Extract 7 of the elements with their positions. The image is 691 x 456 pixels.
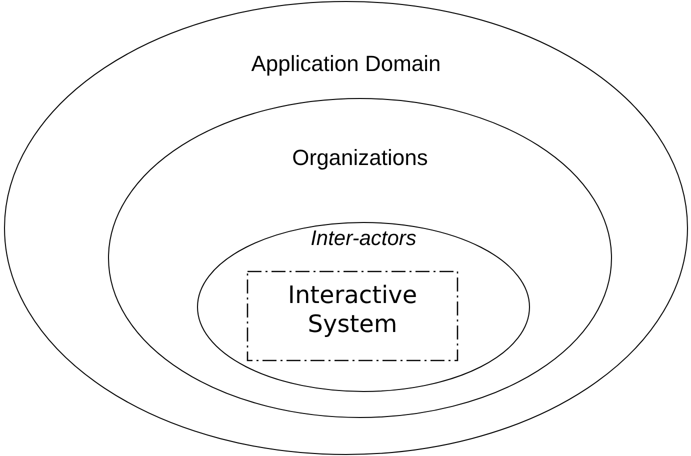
region-label: Organizations: [292, 145, 428, 172]
ellipse-region: [4, 1, 688, 455]
ellipse-region: [108, 98, 612, 418]
system-label: Interactive System: [287, 281, 418, 339]
region-label: Inter-actors: [310, 226, 416, 252]
region-label: Application Domain: [251, 51, 441, 78]
ellipse-region: [197, 222, 530, 392]
